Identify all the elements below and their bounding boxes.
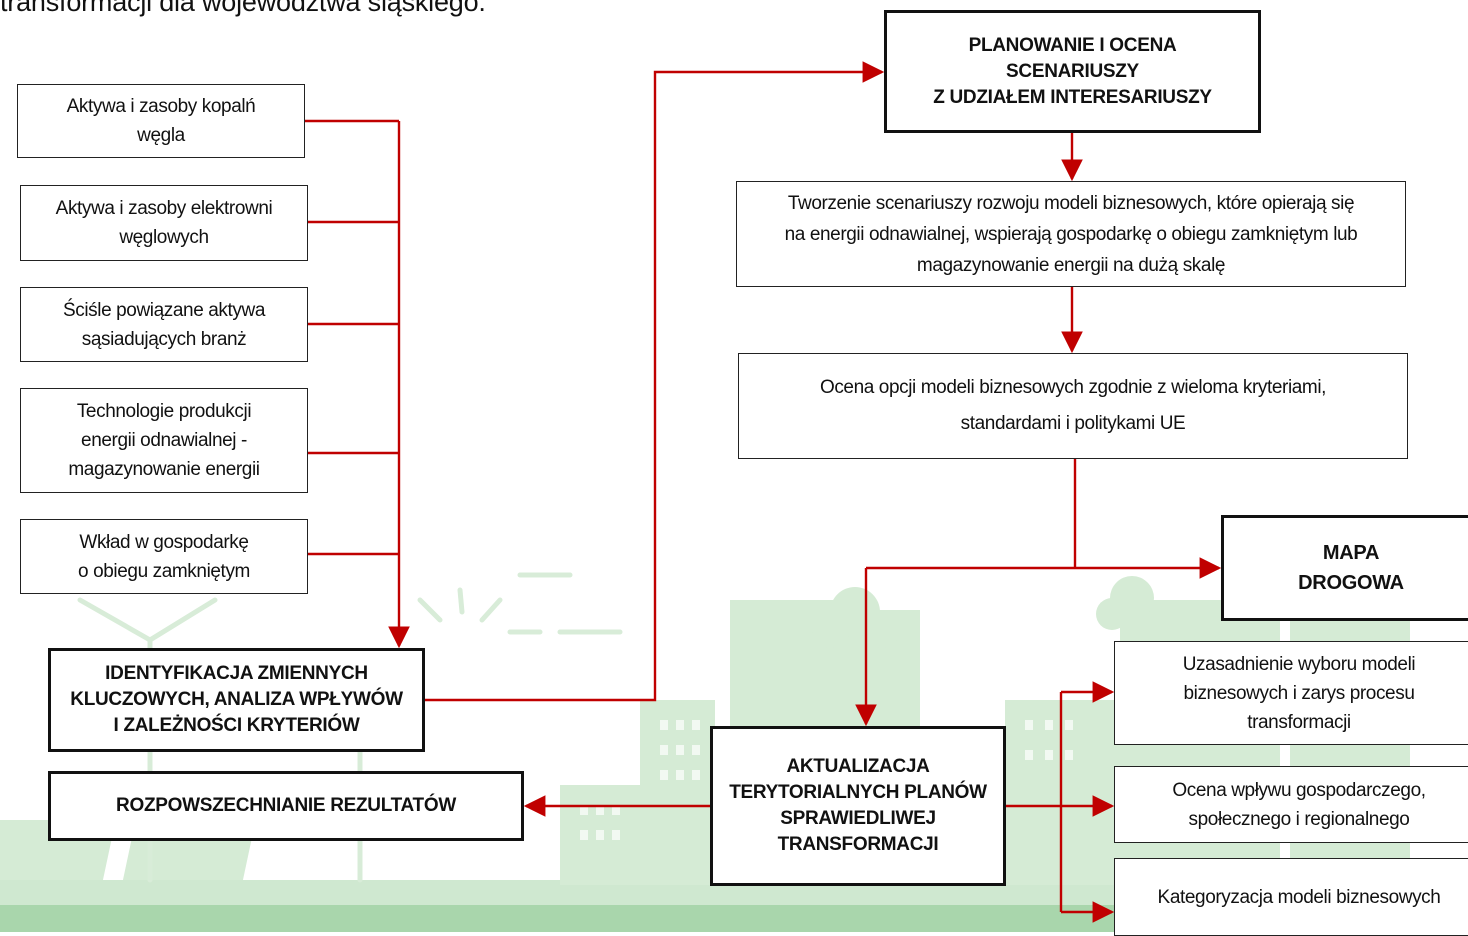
box-dissemination: ROZPOWSZECHNIANIE REZULTATÓW (48, 771, 524, 841)
box-renewable-tech: Technologie produkcji energii odnawialne… (20, 388, 308, 493)
box-mine-assets: Aktywa i zasoby kopalń węgla (17, 84, 305, 158)
box-dissemination-label: ROZPOWSZECHNIANIE REZULTATÓW (116, 795, 456, 816)
box-impact-assessment: Ocena wpływu gospodarczego, społecznego … (1114, 766, 1468, 843)
box-related-assets: Ściśle powiązane aktywa sąsiadujących br… (20, 287, 308, 362)
box-categorization-label: Kategoryzacja modeli biznesowych (1157, 886, 1441, 908)
box-circular-contribution: Wkład w gospodarkę o obiegu zamkniętym (20, 519, 308, 594)
box-identification-label: IDENTYFIKACJA ZMIENNYCH KLUCZOWYCH, ANAL… (70, 663, 403, 736)
box-plant-assets: Aktywa i zasoby elektrowni węglowych (20, 185, 308, 261)
box-planning-label: PLANOWANIE I OCENA SCENARIUSZY Z UDZIAŁE… (933, 34, 1212, 108)
box-evaluation: Ocena opcji modeli biznesowych zgodnie z… (738, 353, 1408, 459)
sun-icon (417, 597, 443, 623)
box-plant-assets-label: Aktywa i zasoby elektrowni węglowych (55, 198, 273, 248)
box-renewable-tech-label: Technologie produkcji energii odnawialne… (68, 401, 260, 480)
box-roadmap-label: MAPA DROGOWA (1298, 542, 1404, 594)
box-circular-contribution-label: Wkład w gospodarkę o obiegu zamkniętym (78, 531, 250, 582)
box-planning: PLANOWANIE I OCENA SCENARIUSZY Z UDZIAŁE… (884, 10, 1261, 133)
box-identification: IDENTYFIKACJA ZMIENNYCH KLUCZOWYCH, ANAL… (48, 648, 425, 752)
cloud-icon (1096, 598, 1128, 630)
arrow-to-planning (425, 61, 885, 702)
box-justification: Uzasadnienie wyboru modeli biznesowych i… (1114, 641, 1468, 745)
box-impact-assessment-label: Ocena wpływu gospodarczego, społecznego … (1172, 779, 1426, 830)
box-related-assets-label: Ściśle powiązane aktywa sąsiadujących br… (62, 299, 266, 350)
box-update-plans: AKTUALIZACJA TERYTORIALNYCH PLANÓW SPRAW… (710, 726, 1006, 886)
box-scenario-creation-label: Tworzenie scenariuszy rozwoju modeli biz… (784, 192, 1358, 276)
building (640, 700, 715, 885)
cloud-icon (812, 612, 848, 648)
intro-text: transformacji dla województwa śląskiego. (0, 0, 486, 17)
box-evaluation-label: Ocena opcji modeli biznesowych zgodnie z… (819, 377, 1327, 434)
cloud-icon (864, 612, 900, 648)
box-categorization: Kategoryzacja modeli biznesowych (1114, 858, 1468, 936)
box-mine-assets-label: Aktywa i zasoby kopalń węgla (66, 96, 256, 146)
box-update-plans-label: AKTUALIZACJA TERYTORIALNYCH PLANÓW SPRAW… (729, 756, 987, 855)
box-roadmap: MAPA DROGOWA (1221, 515, 1468, 621)
box-justification-label: Uzasadnienie wyboru modeli biznesowych i… (1182, 653, 1416, 733)
box-scenario-creation: Tworzenie scenariuszy rozwoju modeli biz… (736, 181, 1406, 287)
